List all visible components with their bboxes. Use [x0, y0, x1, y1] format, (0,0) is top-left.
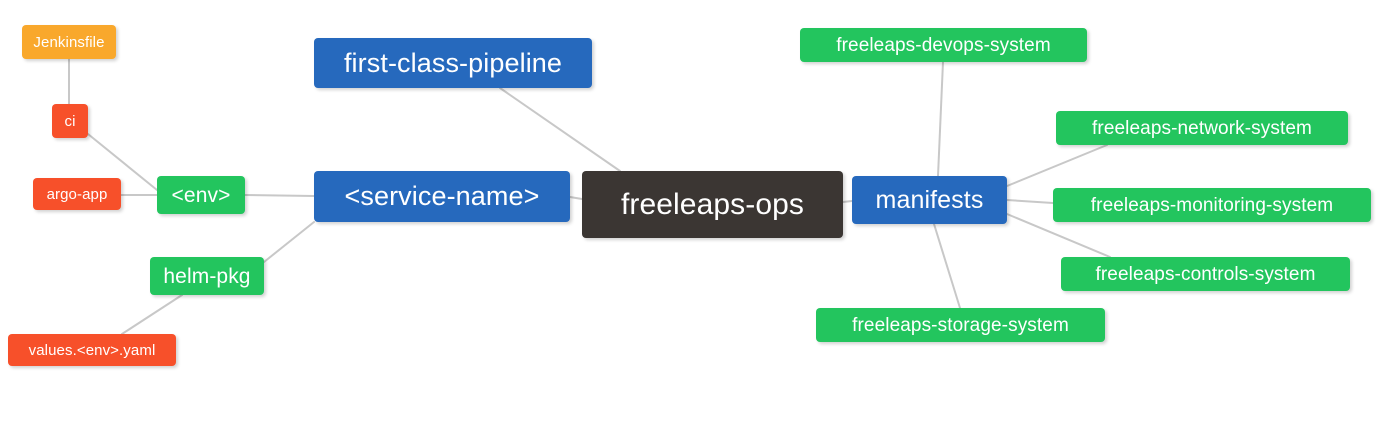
node-freeleaps-ops[interactable]: freeleaps-ops: [582, 171, 843, 238]
node-monitoring[interactable]: freeleaps-monitoring-system: [1053, 188, 1371, 222]
node-helm-pkg[interactable]: helm-pkg: [150, 257, 264, 295]
node-service-name[interactable]: <service-name>: [314, 171, 570, 222]
edge-freeleaps-ops-to-manifests: [842, 200, 853, 203]
edge-pipeline-to-freeleaps-ops: [499, 87, 621, 172]
node-controls[interactable]: freeleaps-controls-system: [1061, 257, 1350, 291]
edge-manifests-to-devops: [937, 61, 944, 177]
node-storage[interactable]: freeleaps-storage-system: [816, 308, 1105, 342]
edge-helm-pkg-to-values-yaml: [121, 294, 183, 335]
edge-env-to-service-name: [244, 194, 315, 197]
node-values-yaml[interactable]: values.<env>.yaml: [8, 334, 176, 366]
edge-manifests-to-storage: [933, 223, 961, 309]
edge-service-name-to-freeleaps-ops: [569, 196, 583, 200]
node-manifests[interactable]: manifests: [852, 176, 1007, 224]
node-argo-app[interactable]: argo-app: [33, 178, 121, 210]
node-network[interactable]: freeleaps-network-system: [1056, 111, 1348, 145]
edge-manifests-to-network: [1006, 144, 1108, 187]
node-ci[interactable]: ci: [52, 104, 88, 138]
node-jenkinsfile[interactable]: Jenkinsfile: [22, 25, 116, 59]
node-env[interactable]: <env>: [157, 176, 245, 214]
edge-service-name-to-helm-pkg: [263, 221, 315, 263]
node-pipeline[interactable]: first-class-pipeline: [314, 38, 592, 88]
node-devops[interactable]: freeleaps-devops-system: [800, 28, 1087, 62]
edge-manifests-to-monitoring: [1006, 199, 1054, 204]
